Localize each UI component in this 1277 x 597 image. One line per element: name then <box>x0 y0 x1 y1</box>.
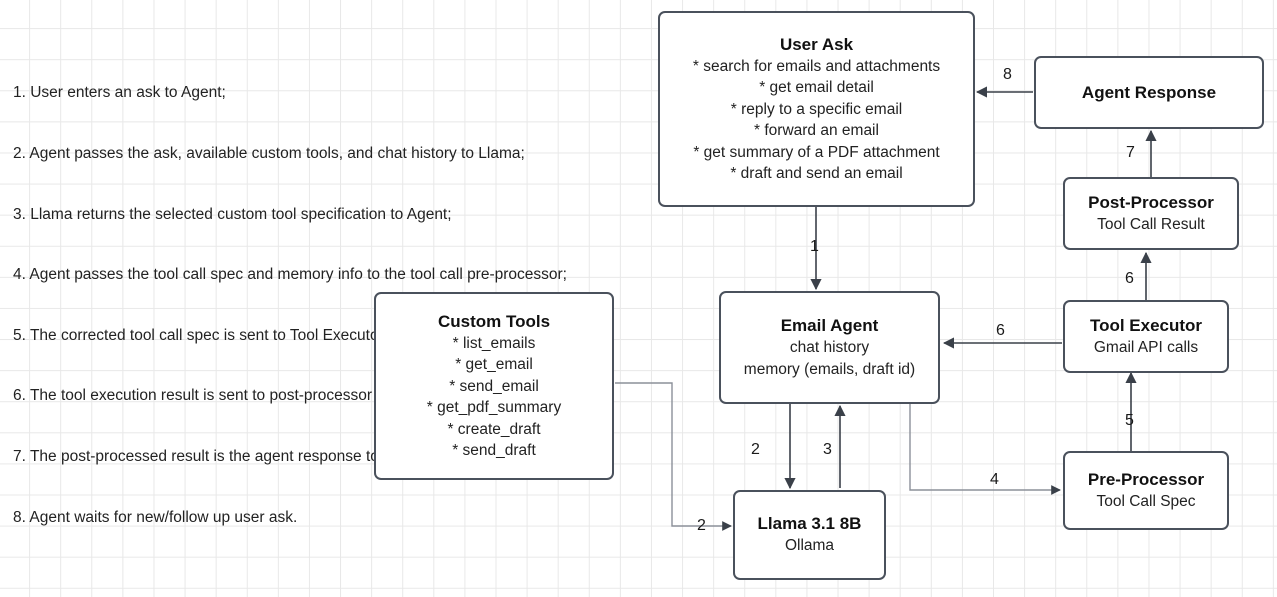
node-llama[interactable]: Llama 3.1 8B Ollama <box>733 490 886 580</box>
node-user-ask-line-3: * reply to a specific email <box>730 100 903 118</box>
node-custom-tools-line-3: * send_email <box>449 377 539 395</box>
node-tool-executor-sub: Gmail API calls <box>1093 338 1199 356</box>
node-custom-tools-line-2: * get_email <box>455 356 533 373</box>
node-email-agent-title: Email Agent <box>780 316 879 335</box>
edge-label-6b: 6 <box>1125 270 1134 287</box>
edge-4-path <box>909 404 1061 495</box>
flow-step-4: 4. Agent passes the tool call spec and m… <box>13 266 567 284</box>
node-user-ask-line-4: * forward an email <box>754 122 879 139</box>
edge-label-4: 4 <box>990 471 999 488</box>
node-agent-response[interactable]: Agent Response <box>1034 56 1264 129</box>
node-custom-tools[interactable]: Custom Tools * list_emails * get_email *… <box>374 292 614 480</box>
node-tool-executor[interactable]: Tool Executor Gmail API calls <box>1063 300 1229 373</box>
node-tool-executor-title: Tool Executor <box>1089 315 1203 335</box>
node-pre-processor-title: Pre-Processor <box>1087 469 1205 489</box>
node-post-processor-sub: Tool Call Result <box>1097 215 1205 233</box>
node-custom-tools-line-5: * create_draft <box>447 420 541 438</box>
edge-label-2a: 2 <box>751 441 760 458</box>
edge-label-2b: 2 <box>697 517 706 534</box>
edge-label-1: 1 <box>810 238 819 255</box>
flow-step-2: 2. Agent passes the ask, available custo… <box>13 145 525 163</box>
edge-label-3: 3 <box>823 441 832 458</box>
edge-label-6a: 6 <box>996 322 1005 339</box>
node-user-ask-line-6: * draft and send an email <box>730 165 903 182</box>
node-custom-tools-line-1: * list_emails <box>452 334 536 352</box>
node-user-ask-title: User Ask <box>779 34 854 54</box>
node-llama-title: Llama 3.1 8B <box>757 514 862 534</box>
node-post-processor[interactable]: Post-Processor Tool Call Result <box>1063 177 1239 250</box>
node-custom-tools-line-6: * send_draft <box>452 442 536 459</box>
flow-step-8: 8. Agent waits for new/follow up user as… <box>13 508 298 526</box>
node-user-ask[interactable]: User Ask * search for emails and attachm… <box>658 11 975 207</box>
edge-2b-path <box>615 382 732 531</box>
node-custom-tools-line-4: * get_pdf_summary <box>426 399 562 416</box>
node-user-ask-line-1: * search for emails and attachments <box>692 57 941 75</box>
node-post-processor-title: Post-Processor <box>1088 192 1214 212</box>
flow-step-3: 3. Llama returns the selected custom too… <box>13 205 452 223</box>
node-agent-response-title: Agent Response <box>1081 82 1217 102</box>
edge-label-5: 5 <box>1125 412 1134 429</box>
node-user-ask-line-5: * get summary of a PDF attachment <box>693 143 940 161</box>
node-pre-processor[interactable]: Pre-Processor Tool Call Spec <box>1063 451 1229 530</box>
edge-label-7: 7 <box>1126 144 1135 161</box>
flow-step-1: 1. User enters an ask to Agent; <box>13 84 226 102</box>
node-pre-processor-sub: Tool Call Spec <box>1096 492 1196 510</box>
node-llama-sub: Ollama <box>784 537 835 555</box>
node-email-agent-sub-2: memory (emails, draft id) <box>743 360 916 378</box>
edge-label-8: 8 <box>1003 66 1012 83</box>
node-custom-tools-title: Custom Tools <box>437 311 551 331</box>
node-email-agent-sub-1: chat history <box>789 339 870 356</box>
node-user-ask-line-2: * get email detail <box>759 79 874 96</box>
node-email-agent[interactable]: Email Agent chat history memory (emails,… <box>719 291 940 404</box>
